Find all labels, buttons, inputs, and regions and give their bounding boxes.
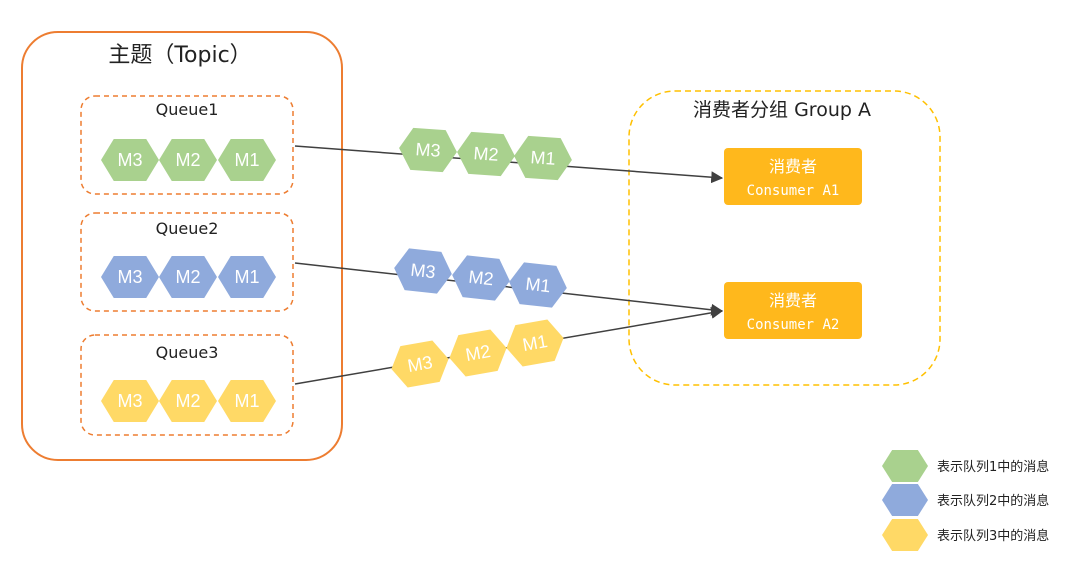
legend-label: 表示队列2中的消息	[937, 493, 1049, 509]
message-label: M2	[473, 143, 499, 165]
message-shape	[218, 256, 276, 298]
message-hex: M3	[101, 256, 159, 298]
message-hex: M2	[449, 329, 507, 377]
message-group-1: M3 M2 M1	[399, 127, 572, 181]
legend-swatch-hex	[882, 519, 928, 551]
message-shape	[514, 135, 572, 181]
message-shape	[509, 262, 567, 308]
queue-label: Queue3	[156, 343, 219, 362]
message-hex: M1	[509, 262, 567, 308]
message-shape	[506, 319, 564, 367]
message-shape	[218, 139, 276, 181]
message-hex: M1	[514, 135, 572, 181]
consumer-a1: 消费者 Consumer A1	[724, 148, 862, 205]
consumer-a2: 消费者 Consumer A2	[724, 282, 862, 339]
message-label: M1	[234, 391, 259, 411]
message-shape	[101, 139, 159, 181]
message-shape	[391, 340, 449, 388]
flow-line-2	[294, 262, 724, 316]
message-label: M2	[175, 391, 200, 411]
message-label: M1	[530, 147, 556, 169]
message-hex: M2	[159, 139, 217, 181]
message-shape	[101, 256, 159, 298]
consumer-name: Consumer A1	[747, 183, 840, 199]
queue-label: Queue2	[156, 219, 219, 238]
message-label: M1	[525, 274, 552, 297]
message-label: M3	[117, 150, 142, 170]
message-group-3: M3 M2 M1	[391, 319, 564, 388]
message-hex: M1	[218, 256, 276, 298]
message-hex: M2	[452, 255, 510, 301]
message-hex: M3	[101, 139, 159, 181]
message-label: M3	[410, 260, 437, 283]
message-shape	[452, 255, 510, 301]
message-hex: M2	[457, 131, 515, 177]
legend-label: 表示队列3中的消息	[937, 528, 1049, 544]
legend-item-3: 表示队列3中的消息	[882, 519, 1049, 551]
legend-swatch-hex	[882, 450, 928, 482]
message-label: M2	[468, 267, 495, 290]
message-hex: M1	[506, 319, 564, 367]
message-label: M1	[234, 267, 259, 287]
legend-item-2: 表示队列2中的消息	[882, 484, 1049, 516]
message-label: M3	[117, 391, 142, 411]
message-hex: M3	[391, 340, 449, 388]
message-shape	[218, 380, 276, 422]
message-shape	[159, 139, 217, 181]
queue-box-2: Queue2 M3 M2 M1	[80, 212, 294, 312]
group-container	[628, 90, 941, 386]
message-hex: M3	[394, 248, 452, 294]
topic-container	[21, 31, 343, 461]
consumer-name: Consumer A2	[747, 317, 840, 333]
message-shape	[457, 131, 515, 177]
message-label: M1	[234, 150, 259, 170]
queue-box-1: Queue1 M3 M2 M1	[80, 95, 294, 195]
message-label: M1	[521, 331, 549, 355]
message-label: M2	[464, 341, 492, 365]
consumer-title: 消费者	[769, 291, 817, 310]
message-shape	[159, 380, 217, 422]
legend-swatch-hex	[882, 484, 928, 516]
message-hex: M2	[159, 380, 217, 422]
message-hex: M3	[101, 380, 159, 422]
message-hex: M1	[218, 139, 276, 181]
message-label: M2	[175, 267, 200, 287]
message-label: M3	[415, 139, 441, 161]
queue-box-3: Queue3 M3 M2 M1	[80, 334, 294, 436]
message-shape	[399, 127, 457, 173]
message-label: M2	[175, 150, 200, 170]
message-label: M3	[406, 352, 434, 376]
legend-item-1: 表示队列1中的消息	[882, 450, 1049, 482]
message-hex: M3	[399, 127, 457, 173]
queue-label: Queue1	[156, 100, 219, 119]
message-hex: M2	[159, 256, 217, 298]
message-shape	[159, 256, 217, 298]
message-shape	[449, 329, 507, 377]
group-title: 消费者分组 Group A	[693, 99, 871, 121]
message-shape	[101, 380, 159, 422]
message-shape	[394, 248, 452, 294]
message-hex: M1	[218, 380, 276, 422]
message-label: M3	[117, 267, 142, 287]
message-group-2: M3 M2 M1	[394, 248, 567, 308]
legend-label: 表示队列1中的消息	[937, 459, 1049, 475]
topic-title: 主题（Topic）	[108, 43, 251, 68]
consumer-title: 消费者	[769, 157, 817, 176]
